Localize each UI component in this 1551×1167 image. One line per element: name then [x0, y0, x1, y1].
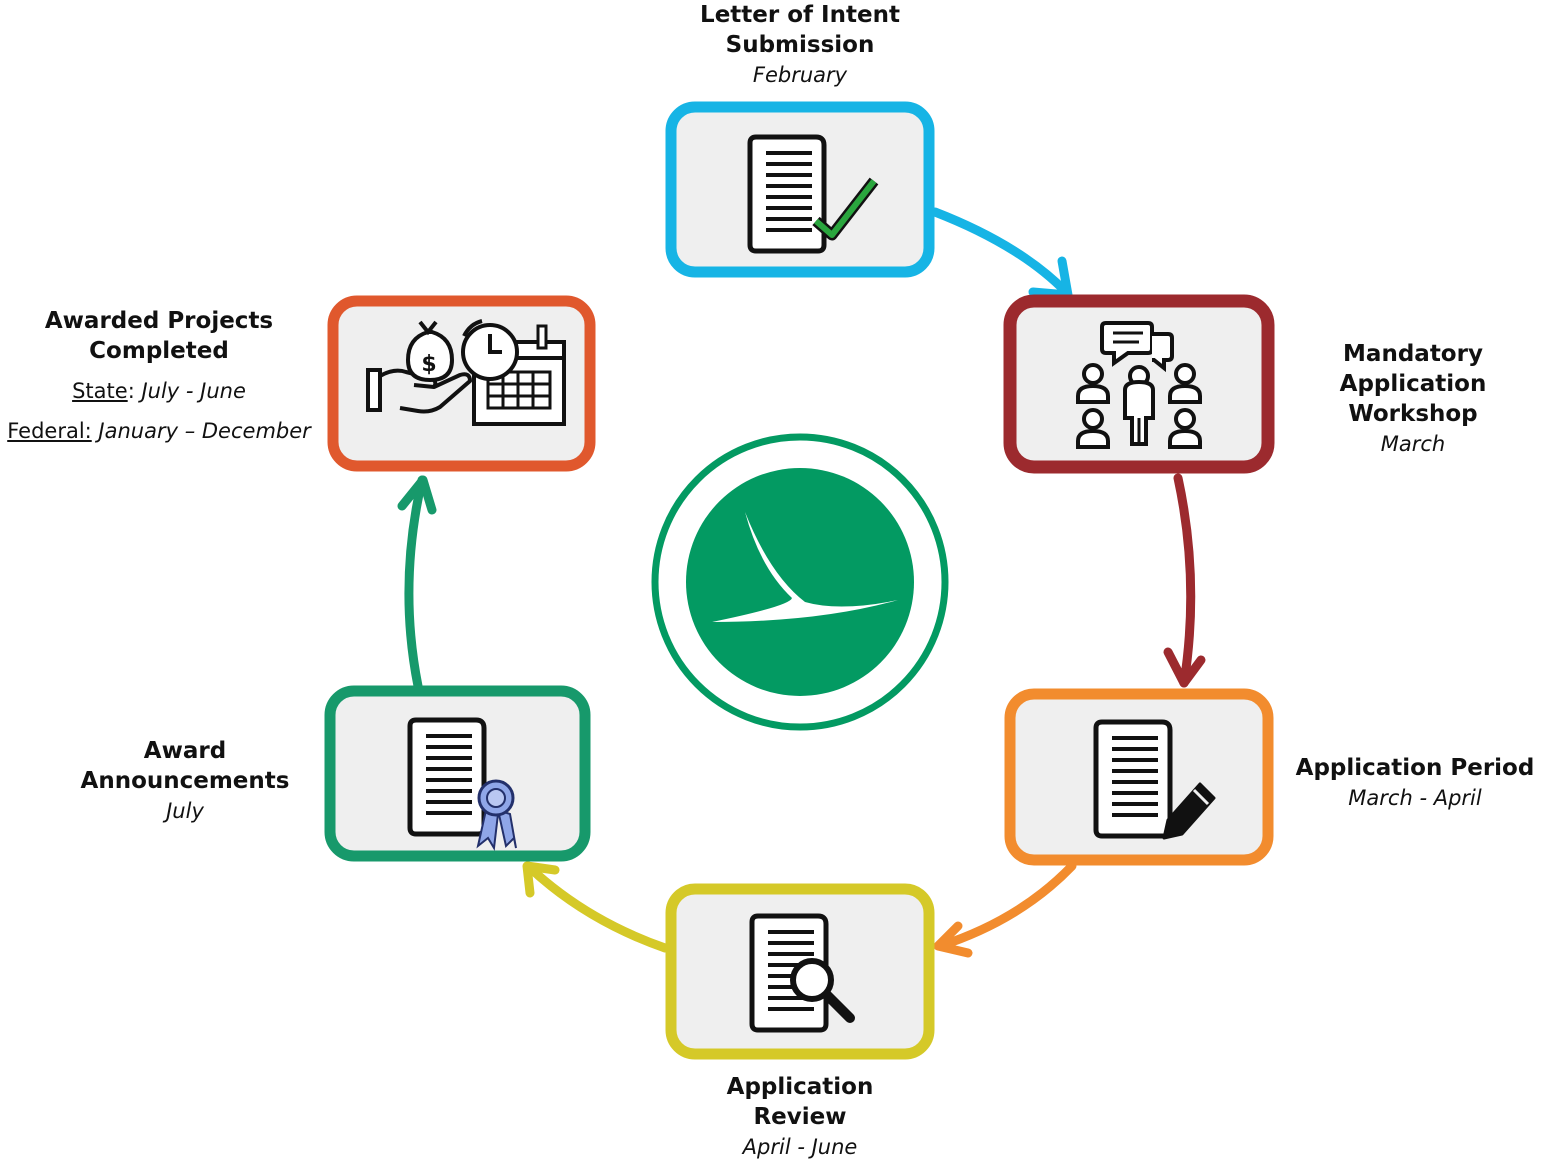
arrowhead-workshop-to-period: [1163, 647, 1206, 688]
workshop-title-line2: Application Workshop: [1339, 371, 1487, 427]
period-title: Application Period: [1295, 755, 1535, 781]
arrow-workshop-to-period: [1173, 473, 1196, 688]
svg-text:$: $: [421, 352, 436, 377]
label-workshop: Mandatory Application Workshop March: [1275, 339, 1551, 459]
label-loi: Letter of Intent Submission February: [650, 0, 950, 90]
ohio-logo-icon: [651, 433, 949, 731]
completed-federal-row: Federal: January – December: [0, 416, 318, 446]
arrow-announce-to-completed: [404, 475, 427, 691]
arrow-review-to-announce: [523, 861, 670, 953]
document-ribbon-icon: [410, 720, 517, 852]
completed-state-row: State: July - June: [0, 376, 318, 406]
state-label: State: [72, 379, 128, 403]
label-period: Application Period March - April: [1285, 753, 1545, 813]
state-period: July - June: [141, 379, 246, 403]
workshop-date: March: [1380, 432, 1446, 456]
completed-title-line1: Awarded Projects: [44, 308, 274, 334]
label-announce: Award Announcements July: [55, 736, 315, 826]
announce-title-line1: Award: [143, 738, 227, 764]
federal-period: January – December: [98, 419, 311, 443]
document-checkmark-icon: [750, 137, 879, 251]
review-date: April - June: [742, 1135, 858, 1159]
arrow-period-to-review: [935, 861, 1077, 951]
state-separator: :: [127, 379, 135, 403]
review-title-line1: Application: [726, 1074, 874, 1100]
federal-label: Federal:: [7, 419, 92, 443]
arrowhead-announce-to-completed: [397, 475, 437, 515]
period-date: March - April: [1348, 786, 1482, 810]
document-magnifier-icon: [752, 916, 855, 1030]
label-review: Application Review April - June: [650, 1072, 950, 1162]
completed-title-line2: Completed: [89, 338, 229, 364]
arrowhead-period-to-review: [933, 921, 973, 958]
arrowhead-review-to-announce: [522, 861, 560, 898]
label-completed: Awarded Projects Completed State: July -…: [0, 306, 318, 446]
loi-title-line1: Letter of Intent: [700, 2, 900, 28]
workshop-people-icon: [1076, 321, 1202, 449]
document-pen-icon: [1096, 722, 1216, 840]
loi-title-line2: Submission: [725, 32, 875, 58]
announce-date: July: [166, 799, 204, 823]
arrow-loi-to-workshop: [930, 207, 1071, 297]
money-hand-calendar-icon: $: [366, 319, 566, 426]
loi-date: February: [752, 63, 848, 87]
review-title-line2: Review: [753, 1104, 847, 1130]
workshop-title-line1: Mandatory: [1343, 341, 1483, 367]
announce-title-line2: Announcements: [80, 768, 290, 794]
